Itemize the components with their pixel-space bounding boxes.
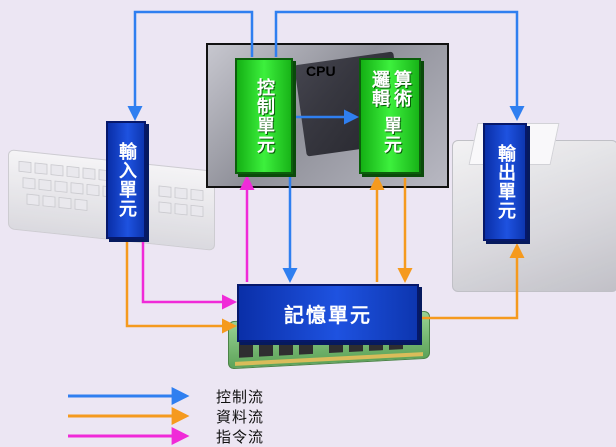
control-unit-label: 控制單元 — [254, 78, 275, 154]
memory-unit-box: 記憶單元 — [237, 284, 419, 342]
alu-label-col2: 邏輯 — [369, 70, 390, 108]
legend-control-flow-label: 控制流 — [216, 388, 265, 406]
cpu-label: CPU — [306, 63, 336, 79]
input-unit-label: 輸入單元 — [116, 142, 137, 218]
alu-label-col3: 單元 — [381, 116, 402, 154]
memory-unit-label: 記憶單元 — [284, 302, 372, 327]
legend-data-flow-label: 資料流 — [216, 408, 265, 426]
legend-instruction-flow-label: 指令流 — [216, 428, 265, 446]
keyboard-icon — [8, 149, 215, 251]
keyboard-keys-graphic — [18, 160, 204, 218]
alu-box: 算術 邏輯 — [359, 58, 421, 174]
printer-icon — [452, 123, 616, 292]
control-unit-box: 控制單元 — [235, 58, 293, 174]
memory-to-output-data-arrow — [420, 243, 525, 320]
input-to-memory-instruction-arrow — [141, 240, 237, 310]
control-to-output-arrow — [274, 10, 525, 121]
alu-label-col3-wrap: 單元 — [380, 116, 402, 168]
control-to-input-arrow — [127, 10, 254, 121]
input-unit-box: 輸入單元 — [106, 121, 146, 239]
alu-label-col1: 算術 — [391, 70, 412, 108]
output-unit-label: 輸出單元 — [495, 144, 516, 220]
output-unit-box: 輸出單元 — [483, 123, 527, 241]
input-to-memory-data-arrow — [125, 240, 237, 334]
